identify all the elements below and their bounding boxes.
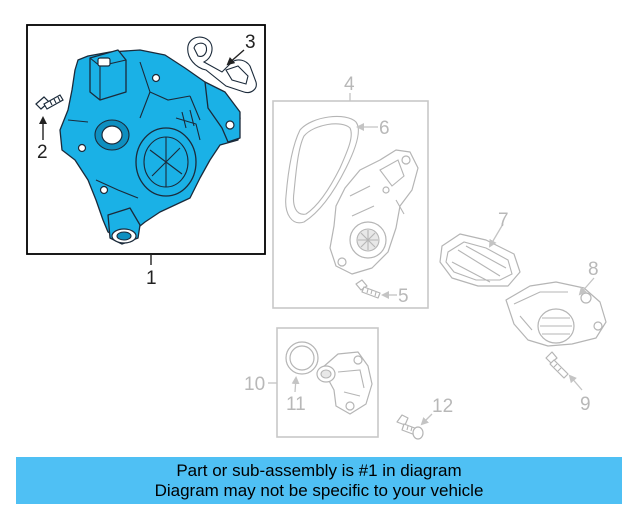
gasket-part-3[interactable] <box>187 36 257 94</box>
info-banner: Part or sub-assembly is #1 in diagram Di… <box>16 457 622 504</box>
banner-line-1: Part or sub-assembly is #1 in diagram <box>176 460 462 480</box>
callout-7: 7 <box>498 210 509 231</box>
bolt-part-9[interactable] <box>545 351 569 379</box>
callout-3: 3 <box>245 32 256 53</box>
callout-4: 4 <box>344 74 355 95</box>
thermostat-housing-part-8[interactable] <box>505 281 607 347</box>
gasket-part-6[interactable] <box>285 115 359 224</box>
callout-11: 11 <box>286 394 306 415</box>
callout-9: 9 <box>580 394 591 415</box>
water-pump-housing-part[interactable] <box>59 49 241 245</box>
bolt-part-2[interactable] <box>35 94 64 110</box>
bolt-part-5[interactable] <box>355 279 381 299</box>
callout-8: 8 <box>588 259 599 280</box>
bolt-part-12[interactable] <box>396 414 424 440</box>
o-ring-part-11[interactable] <box>285 341 319 375</box>
callout-12: 12 <box>432 396 453 417</box>
thermostat-part-7[interactable] <box>439 233 521 287</box>
callout-2: 2 <box>37 142 48 163</box>
callout-6: 6 <box>379 118 390 139</box>
callout-10: 10 <box>244 374 265 395</box>
banner-line-2: Diagram may not be specific to your vehi… <box>154 480 484 500</box>
callout-1: 1 <box>146 268 157 289</box>
callout-5: 5 <box>398 286 409 307</box>
assembly-1-box <box>26 24 266 255</box>
water-pump-part-4[interactable] <box>329 149 419 275</box>
outlet-fitting-part-10[interactable] <box>316 351 373 415</box>
